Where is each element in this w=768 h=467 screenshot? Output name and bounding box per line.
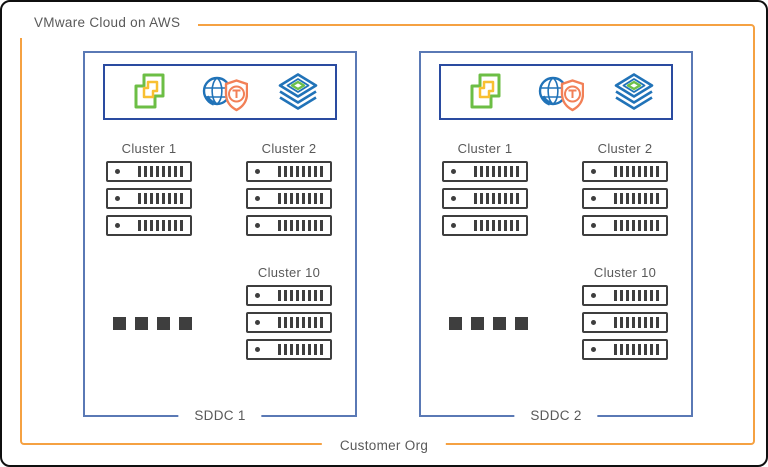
server-vents (278, 317, 323, 328)
sddc-2-box: Cluster 1 Cluster 2 Cluster 10 SDDC 2 (419, 51, 693, 426)
server-vents (474, 220, 519, 231)
more-clusters-ellipsis (449, 317, 528, 330)
server-vents (138, 166, 183, 177)
host-server-icon (582, 161, 668, 182)
server-led-dot (591, 347, 596, 352)
server-vents (278, 166, 323, 177)
server-led-dot (255, 223, 260, 228)
sddc-1-box: Cluster 1 Cluster 2 Cluster 10 SDDC 1 (83, 51, 357, 426)
host-server-icon (582, 312, 668, 333)
cluster-label: Cluster 2 (261, 141, 317, 156)
more-clusters-ellipsis (113, 317, 192, 330)
ellipsis-square (135, 317, 148, 330)
server-led-dot (591, 293, 596, 298)
server-led-dot (591, 196, 596, 201)
host-server-icon (106, 161, 192, 182)
host-server-icon (106, 215, 192, 236)
server-vents (278, 290, 323, 301)
cluster-group: Cluster 10 (246, 265, 332, 360)
cluster-group: Cluster 2 (582, 141, 668, 236)
server-led-dot (115, 196, 120, 201)
cluster-label: Cluster 1 (457, 141, 513, 156)
server-led-dot (115, 169, 120, 174)
server-vents (474, 193, 519, 204)
server-vents (614, 166, 659, 177)
cluster-group: Cluster 2 (246, 141, 332, 236)
server-vents (278, 193, 323, 204)
host-server-icon (246, 215, 332, 236)
server-vents (138, 193, 183, 204)
host-server-icon (582, 285, 668, 306)
sddc-label: SDDC 2 (514, 406, 598, 426)
vsphere-icon (463, 69, 509, 115)
vsan-icon (275, 69, 321, 115)
server-vents (278, 220, 323, 231)
server-led-dot (451, 196, 456, 201)
cluster-label: Cluster 10 (257, 265, 321, 280)
server-led-dot (591, 223, 596, 228)
host-server-icon (582, 215, 668, 236)
server-led-dot (451, 223, 456, 228)
cluster-label: Cluster 2 (597, 141, 653, 156)
server-led-dot (255, 347, 260, 352)
sddc-management-bar (439, 64, 673, 120)
server-vents (614, 220, 659, 231)
ellipsis-square (515, 317, 528, 330)
host-server-icon (442, 188, 528, 209)
host-server-icon (246, 339, 332, 360)
host-server-icon (246, 161, 332, 182)
vsphere-icon (127, 69, 173, 115)
sddc-management-bar (103, 64, 337, 120)
server-vents (614, 344, 659, 355)
host-server-icon (442, 161, 528, 182)
ellipsis-square (471, 317, 484, 330)
server-vents (614, 290, 659, 301)
server-vents (474, 166, 519, 177)
host-server-icon (582, 188, 668, 209)
server-led-dot (451, 169, 456, 174)
nsx-icon (200, 69, 248, 115)
cluster-group: Cluster 1 (442, 141, 528, 236)
server-vents (614, 193, 659, 204)
server-led-dot (255, 169, 260, 174)
server-vents (138, 220, 183, 231)
server-led-dot (255, 293, 260, 298)
ellipsis-square (449, 317, 462, 330)
cluster-label: Cluster 1 (121, 141, 177, 156)
nsx-icon (536, 69, 584, 115)
cluster-label: Cluster 10 (593, 265, 657, 280)
vmc-aws-title: VMware Cloud on AWS (18, 6, 199, 38)
server-led-dot (255, 196, 260, 201)
ellipsis-square (493, 317, 506, 330)
server-led-dot (255, 320, 260, 325)
host-server-icon (246, 312, 332, 333)
host-server-icon (106, 188, 192, 209)
ellipsis-square (157, 317, 170, 330)
server-vents (614, 317, 659, 328)
host-server-icon (582, 339, 668, 360)
ellipsis-square (113, 317, 126, 330)
cluster-group: Cluster 1 (106, 141, 192, 236)
vsan-icon (611, 69, 657, 115)
host-server-icon (246, 188, 332, 209)
sddc-label: SDDC 1 (178, 406, 262, 426)
ellipsis-square (179, 317, 192, 330)
customer-org-label: Customer Org (321, 434, 447, 456)
server-vents (278, 344, 323, 355)
server-led-dot (591, 169, 596, 174)
server-led-dot (115, 223, 120, 228)
host-server-icon (442, 215, 528, 236)
host-server-icon (246, 285, 332, 306)
cluster-group: Cluster 10 (582, 265, 668, 360)
server-led-dot (591, 320, 596, 325)
